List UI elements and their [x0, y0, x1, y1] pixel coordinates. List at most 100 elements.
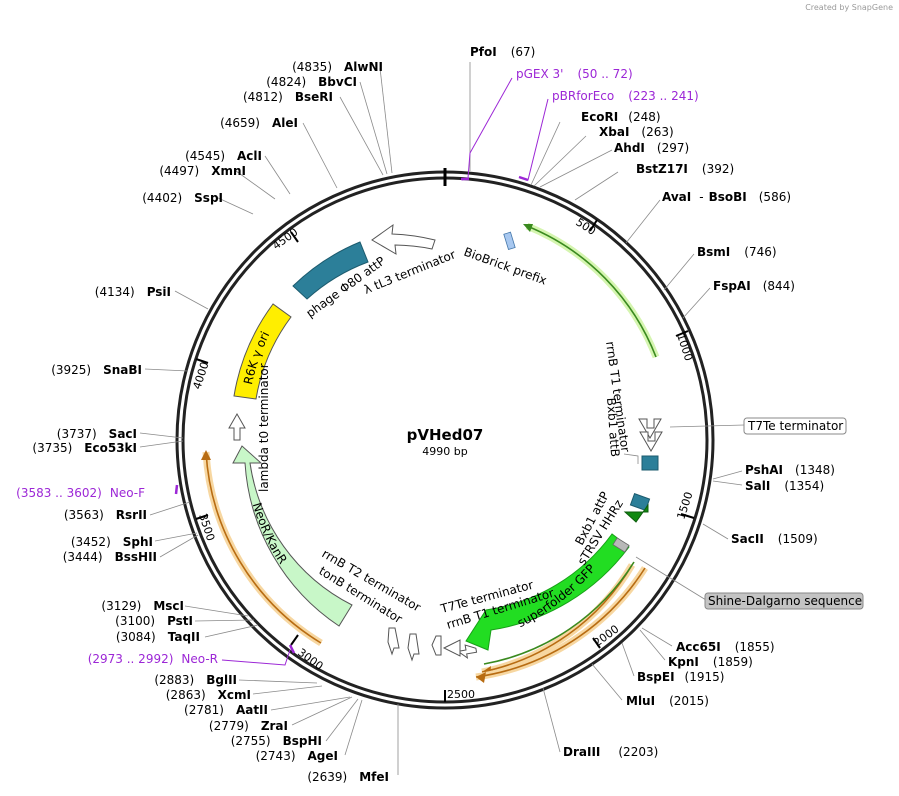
feature-tl3-terminator[interactable]	[371, 223, 436, 255]
enzyme-agei[interactable]: (2743)AgeI	[256, 749, 338, 763]
leader-alwni	[379, 67, 393, 174]
enzyme-alei[interactable]: (4659)AleI	[220, 116, 298, 130]
leader-bseri	[339, 96, 384, 176]
feature-shine-dalgarno[interactable]	[612, 537, 630, 553]
plasmid-size: 4990 bp	[422, 445, 467, 458]
enzyme-avai-bsobi[interactable]: AvaI-BsoBI(586)	[662, 190, 791, 204]
tick-1500	[680, 513, 695, 519]
enzyme-acli[interactable]: (4545)AclI	[185, 149, 262, 163]
enzyme-zrai[interactable]: (2779)ZraI	[209, 719, 288, 733]
leader-ahdi	[539, 149, 613, 188]
leader-bspei	[621, 642, 635, 677]
feature-rrnb-t2-terminator[interactable]	[387, 627, 400, 656]
enzyme-ahdi[interactable]: AhdI(297)	[614, 141, 689, 155]
feature-rrnb-t1-terminator-a[interactable]	[639, 431, 663, 452]
tick-3000	[290, 634, 299, 646]
leader-sphi	[154, 532, 198, 542]
enzyme-bbvci[interactable]: (4824)BbvCI	[266, 75, 357, 89]
feature-tonb-terminator[interactable]	[407, 633, 420, 662]
primer-pgex3[interactable]: pGEX 3'(50 .. 72)	[516, 67, 633, 81]
enzyme-msci[interactable]: (3129)MscI	[101, 599, 184, 613]
orf-neor-arrow	[201, 450, 211, 460]
enzyme-bseri[interactable]: (4812)BseRI	[243, 90, 333, 104]
enzyme-sphi[interactable]: (3452)SphI	[71, 535, 153, 549]
feature-r6k-ori[interactable]	[233, 303, 292, 400]
enzyme-leaders	[139, 62, 743, 775]
enzyme-sspi[interactable]: (4402)SspI	[142, 191, 223, 205]
orf-gfp-outer-line	[475, 567, 646, 678]
tick-4000	[195, 358, 209, 364]
feature-bxb1-attp[interactable]	[629, 492, 651, 512]
enzyme-fspai[interactable]: FspAI(844)	[713, 279, 795, 293]
enzyme-bglii[interactable]: (2883)BglII	[154, 673, 237, 687]
leader-pshai	[712, 470, 743, 480]
enzyme-xbai[interactable]: XbaI(263)	[599, 125, 674, 139]
leader-draiii	[542, 687, 561, 753]
enzyme-eco53ki[interactable]: (3735)Eco53kI	[32, 441, 137, 455]
enzyme-pshai[interactable]: PshAI(1348)	[745, 463, 835, 477]
label-bxb1-attb: Bxb1 attB	[604, 397, 622, 457]
enzyme-mlui[interactable]: MluI(2015)	[626, 694, 709, 708]
enzyme-xmni[interactable]: (4497)XmnI	[159, 164, 246, 178]
leader-xcmi	[252, 685, 323, 695]
tick-label-4500: 4500	[270, 225, 300, 252]
t7te-callout-box[interactable]	[743, 417, 847, 435]
feature-rrnb-t1-terminator-b[interactable]	[442, 639, 461, 657]
enzyme-acc65i[interactable]: Acc65I(1855)	[676, 640, 775, 654]
leader-sspi	[215, 196, 254, 215]
feature-t7te-small[interactable]	[431, 635, 442, 656]
enzyme-draiii[interactable]: DraIII(2203)	[563, 745, 658, 759]
enzyme-sali[interactable]: SalI(1354)	[745, 479, 824, 493]
feature-strsv-hhrz[interactable]	[623, 503, 649, 523]
feature-biobrick-prefix[interactable]	[503, 231, 516, 251]
leader-bstz17i	[574, 171, 619, 201]
enzyme-alwni[interactable]: (4835)AlwNI	[292, 60, 383, 74]
enzyme-ecori[interactable]: EcoRI(248)	[581, 110, 661, 124]
primer-neor[interactable]: (2973 .. 2992)Neo-R	[88, 652, 218, 666]
leader-aatii	[270, 696, 351, 711]
enzyme-rsrii[interactable]: (3563)RsrII	[64, 508, 147, 522]
enzyme-pfoi[interactable]: PfoI(67)	[470, 45, 535, 59]
orf-top-line	[526, 225, 657, 358]
leader-msci	[184, 605, 249, 617]
tick-500	[589, 219, 598, 232]
feature-neor-kanr[interactable]	[232, 445, 353, 627]
enzyme-aatii[interactable]: (2781)AatII	[184, 703, 268, 717]
leader-xbai	[533, 135, 587, 187]
shine-dalgarno-callout-box[interactable]	[704, 592, 864, 610]
leader-alei	[302, 122, 338, 189]
enzyme-xcmi[interactable]: (2863)XcmI	[166, 688, 251, 702]
enzyme-snabi[interactable]: (3925)SnaBI	[51, 363, 142, 377]
tick-label-2500: 2500	[447, 688, 475, 701]
tick-3500	[195, 514, 209, 520]
enzyme-kpni[interactable]: KpnI(1859)	[668, 655, 753, 669]
enzyme-bstz17i[interactable]: BstZ17I(392)	[636, 162, 734, 176]
feature-phage-attp[interactable]	[292, 241, 369, 300]
enzyme-taqii[interactable]: (3084)TaqII	[116, 630, 200, 644]
feature-superfolder-gfp[interactable]	[465, 533, 630, 651]
enzyme-bsphi[interactable]: (2755)BspHI	[231, 734, 322, 748]
primer-pgex3-leader	[461, 77, 513, 181]
feature-bxb1-attb[interactable]	[641, 455, 659, 471]
enzyme-bsshii[interactable]: (3444)BssHII	[63, 550, 157, 564]
enzyme-bsmi[interactable]: BsmI(746)	[697, 245, 777, 259]
feature-lambda-t0-terminator[interactable]	[228, 412, 246, 441]
feature-t7te-terminator-a[interactable]	[638, 418, 662, 439]
enzyme-bspei[interactable]: BspEI(1915)	[637, 670, 724, 684]
enzyme-mfei[interactable]: (2639)MfeI	[307, 770, 389, 784]
feature-t7te-terminator-b[interactable]	[456, 643, 478, 659]
tick-label-3000: 3000	[295, 646, 325, 673]
enzyme-psti[interactable]: (3100)PstI	[115, 614, 193, 628]
enzyme-saci[interactable]: (3737)SacI	[57, 427, 137, 441]
leader-bsshii	[159, 534, 199, 558]
label-neor-kanr: NeoR/KanR	[250, 501, 290, 567]
orf-gfp-outer-arrow	[476, 672, 486, 683]
leader-mlui	[591, 663, 623, 701]
enzyme-psii[interactable]: (4134)PsiI	[95, 285, 171, 299]
enzyme-labels: PfoI(67) EcoRI(248) XbaI(263) AhdI(297) …	[32, 45, 835, 784]
enzyme-sacii[interactable]: SacII(1509)	[731, 532, 818, 546]
leader-snabi	[144, 368, 189, 372]
primer-neof[interactable]: (3583 .. 3602)Neo-F	[16, 486, 145, 500]
primer-pbrforeco[interactable]: pBRforEco(223 .. 241)	[552, 89, 699, 103]
